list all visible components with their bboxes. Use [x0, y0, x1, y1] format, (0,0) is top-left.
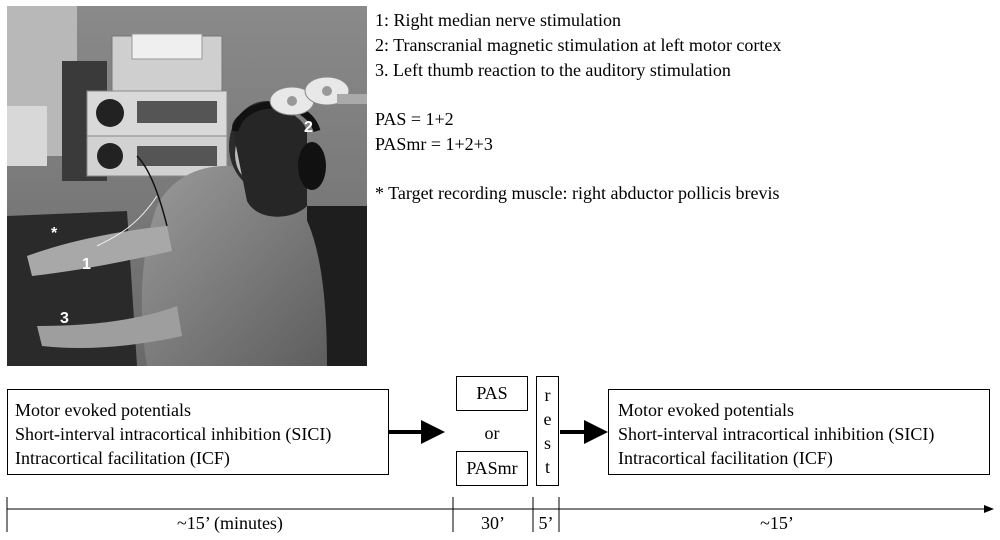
- left-arm: [37, 306, 182, 348]
- rest-box: r e s t: [536, 376, 559, 486]
- legend-item-3: 3. Left thumb reaction to the auditory s…: [375, 60, 731, 80]
- pas-box: PAS: [456, 376, 528, 411]
- legend-item-2: 2: Transcranial magnetic stimulation at …: [375, 35, 782, 55]
- tms-coil: [269, 76, 367, 116]
- photo-marker-3: 3: [60, 310, 69, 327]
- post-line-icf: Intracortical facilitation (ICF): [618, 448, 833, 468]
- rest-letter: s: [543, 433, 551, 453]
- pasmr-definition: PASmr = 1+2+3: [375, 134, 493, 154]
- target-muscle-note: * Target recording muscle: right abducto…: [375, 183, 780, 203]
- legend: 1: Right median nerve stimulation 2: Tra…: [375, 8, 990, 206]
- photo-marker-2: 2: [304, 119, 313, 136]
- rest-letter: r: [544, 385, 551, 405]
- experiment-photo: * 1 2 3: [7, 6, 367, 366]
- timeline-label-intervention: 30’: [481, 513, 505, 533]
- legend-item-1: 1: Right median nerve stimulation: [375, 10, 621, 30]
- pre-line-sici: Short-interval intracortical inhibition …: [15, 424, 332, 444]
- post-measurement-box: Motor evoked potentials Short-interval i…: [608, 389, 990, 475]
- pasmr-box: PASmr: [456, 451, 528, 486]
- photo-marker-1: 1: [82, 256, 91, 273]
- right-arm: [27, 226, 172, 276]
- post-line-mep: Motor evoked potentials: [618, 400, 794, 420]
- post-line-sici: Short-interval intracortical inhibition …: [618, 424, 935, 444]
- or-label: or: [484, 423, 500, 443]
- timeline-label-rest: 5’: [538, 513, 554, 533]
- pre-measurement-box: Motor evoked potentials Short-interval i…: [7, 389, 389, 475]
- pre-line-mep: Motor evoked potentials: [15, 400, 191, 420]
- timeline: [6, 497, 994, 532]
- photo-marker-star: *: [51, 225, 58, 242]
- rest-letter: t: [544, 457, 550, 477]
- timeline-label-post: ~15’: [760, 513, 794, 533]
- timeline-label-pre: ~15’ (minutes): [177, 513, 283, 533]
- pas-definition: PAS = 1+2: [375, 109, 454, 129]
- rest-letter: e: [543, 409, 552, 429]
- pre-line-icf: Intracortical facilitation (ICF): [15, 448, 230, 468]
